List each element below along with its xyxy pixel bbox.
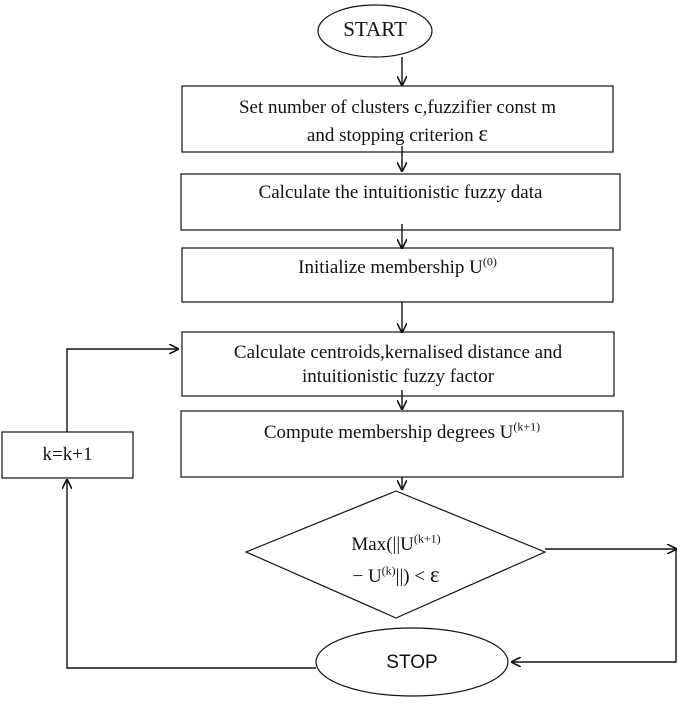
arrow-stop-to-increment <box>67 480 316 669</box>
arrow-right-down-to-stop <box>512 549 677 662</box>
increment-label: k=k+1 <box>42 444 93 465</box>
initialize-membership-box <box>181 247 614 303</box>
intuitionistic-text: Calculate the intuitionistic fuzzy data <box>258 182 543 203</box>
decision-line1: Max(||U(k+1) <box>351 531 441 555</box>
compute-membership-label: Compute membership degrees U <box>263 422 514 443</box>
initialize-membership-text: Initialize membership U(0) <box>182 256 613 280</box>
decision-line2: − U(k)||) < ε <box>352 561 440 587</box>
set-params-line1: Set number of clusters c,fuzzifier const… <box>238 97 557 118</box>
intuitionistic-data-box <box>180 173 621 231</box>
centroids-line1: Calculate centroids,kernalised distance … <box>233 342 563 363</box>
set-params-line2: and stopping criterion ε <box>306 120 489 146</box>
set-params-text: Set number of clusters c,fuzzifier const… <box>182 96 613 149</box>
centroids-text: Calculate centroids,kernalised distance … <box>182 341 614 389</box>
epsilon-symbol: ε <box>478 120 489 146</box>
centroids-line2: intuitionistic fuzzy factor <box>301 365 495 387</box>
start-label: START <box>343 17 407 41</box>
convergence-decision <box>244 490 547 619</box>
compute-membership-text: Compute membership degrees U(k+1) <box>181 421 623 445</box>
initialize-membership-superscript: (0) <box>482 254 497 269</box>
stop-label: STOP <box>386 652 438 673</box>
arrow-increment-to-centroids <box>66 349 178 432</box>
stop-terminal <box>315 627 509 697</box>
start-terminal <box>317 4 433 58</box>
epsilon-symbol: ε <box>429 561 440 587</box>
decision-text: Max(||U(k+1) − U(k)||) < ε <box>296 532 496 591</box>
centroids-box <box>181 331 615 397</box>
initialize-membership-label: Initialize membership U <box>298 257 483 278</box>
compute-membership-superscript: (k+1) <box>513 419 541 434</box>
set-params-box <box>181 85 614 153</box>
